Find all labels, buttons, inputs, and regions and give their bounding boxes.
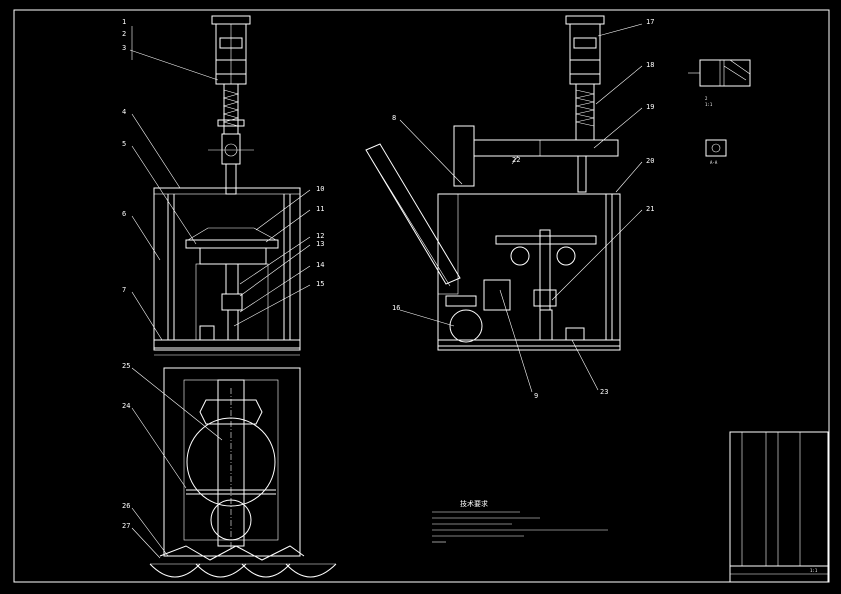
- callout-9: 9: [534, 392, 538, 400]
- title-block: 1:1: [729, 431, 829, 583]
- callout-27: 27: [122, 522, 130, 530]
- callout-8: 8: [392, 114, 396, 122]
- callout-10: 10: [316, 185, 324, 193]
- callout-15: 15: [316, 280, 324, 288]
- tech-notes: 技术要求: [432, 499, 608, 543]
- callout-2: 2: [122, 30, 126, 38]
- callout-19: 19: [646, 103, 654, 111]
- detail-views: 2 1:1 A-A: [688, 59, 751, 165]
- callout-13: 13: [316, 240, 324, 248]
- svg-text:2: 2: [705, 96, 708, 101]
- callout-25: 25: [122, 362, 130, 370]
- callout-6: 6: [122, 210, 126, 218]
- callout-7: 7: [122, 286, 126, 294]
- callout-23: 23: [600, 388, 608, 396]
- callout-20: 20: [646, 157, 654, 165]
- callout-22: 22: [512, 156, 520, 164]
- callout-12: 12: [316, 232, 324, 240]
- callout-16: 16: [392, 304, 400, 312]
- callout-17: 17: [646, 18, 654, 26]
- tech-notes-title: 技术要求: [460, 499, 488, 508]
- drawing-frame: [13, 9, 830, 583]
- top-view: [149, 367, 337, 578]
- callout-24: 24: [122, 402, 130, 410]
- side-view: [365, 15, 621, 351]
- callout-11: 11: [316, 205, 324, 213]
- callout-1: 1: [122, 18, 126, 26]
- callout-3: 3: [122, 44, 126, 52]
- svg-text:1:1: 1:1: [705, 102, 713, 107]
- detail-a-label: A-A: [710, 160, 718, 165]
- callout-21: 21: [646, 205, 654, 213]
- callout-5: 5: [122, 140, 126, 148]
- scale-label: 1:1: [810, 568, 818, 573]
- callout-18: 18: [646, 61, 654, 69]
- front-view: [153, 15, 301, 356]
- callout-4: 4: [122, 108, 126, 116]
- callouts: 1 2 3 4 5 6 7 8 9 10 11 12 13 14 15 16 1…: [122, 18, 654, 559]
- callout-26: 26: [122, 502, 130, 510]
- callout-14: 14: [316, 261, 324, 269]
